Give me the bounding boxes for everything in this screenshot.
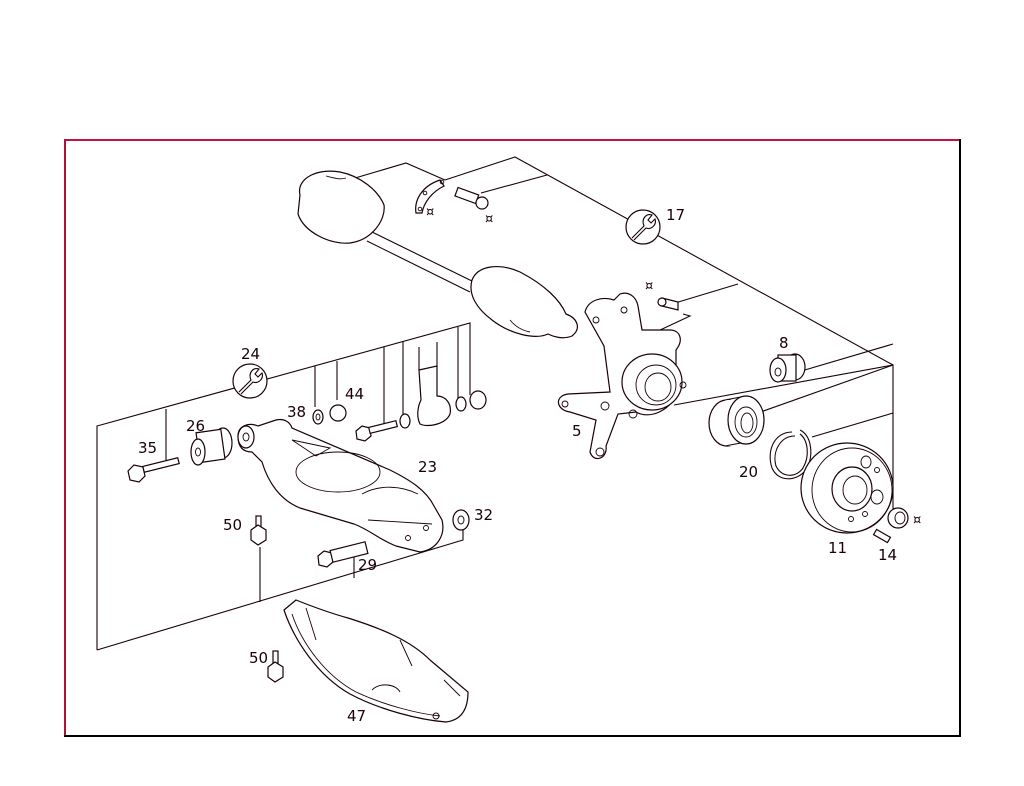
- cover-panel: [283, 599, 469, 723]
- wheel-hub: [800, 442, 894, 534]
- torque-symbol-24: [232, 363, 268, 399]
- drive-shaft: [297, 170, 578, 339]
- snap-ring: [769, 429, 812, 480]
- callout-26[interactable]: 26: [186, 417, 206, 435]
- callout-20[interactable]: 20: [739, 463, 759, 481]
- callout-47[interactable]: 47: [347, 707, 367, 725]
- callout-11[interactable]: 11: [828, 539, 848, 557]
- diagram-frame-left: [64, 139, 66, 737]
- hub-nut-and-stud: ¤: [872, 507, 921, 544]
- replace-part-symbol: ¤: [645, 279, 653, 294]
- bolt-35-and-mount-26: [127, 427, 233, 483]
- leader-lines: [96, 156, 894, 651]
- lower-control-arm: [237, 418, 444, 553]
- callout-5[interactable]: 5: [572, 422, 582, 440]
- shock-absorber: [417, 342, 451, 427]
- diagram-frame-bottom: [64, 735, 961, 737]
- diagram-frame-top: [64, 139, 961, 141]
- callout-35[interactable]: 35: [138, 439, 158, 457]
- callout-24[interactable]: 24: [241, 345, 261, 363]
- replace-part-symbol: ¤: [426, 205, 434, 220]
- callout-14[interactable]: 14: [878, 546, 898, 564]
- bracket-plate: ¤ ¤: [415, 179, 493, 227]
- replace-part-symbol: ¤: [913, 513, 921, 528]
- diagram-frame-right: [959, 139, 961, 737]
- callout-32[interactable]: 32: [474, 506, 494, 524]
- callout-23[interactable]: 23: [418, 458, 438, 476]
- steering-knuckle: ¤: [557, 279, 687, 460]
- callout-50-upper[interactable]: 50: [223, 516, 243, 534]
- callout-29[interactable]: 29: [358, 556, 378, 574]
- fasteners-upper: [312, 390, 487, 442]
- callout-50-lower[interactable]: 50: [249, 649, 269, 667]
- bolt-29-nut-32-fittings: [250, 509, 470, 683]
- wheel-bearing: [708, 395, 765, 447]
- callout-8[interactable]: 8: [779, 334, 789, 352]
- bushing-part-8: [769, 353, 806, 383]
- callout-44[interactable]: 44: [345, 385, 365, 403]
- callout-38[interactable]: 38: [287, 403, 307, 421]
- torque-symbol-17: [625, 209, 661, 245]
- replace-part-symbol: ¤: [485, 212, 493, 227]
- callout-17[interactable]: 17: [666, 206, 686, 224]
